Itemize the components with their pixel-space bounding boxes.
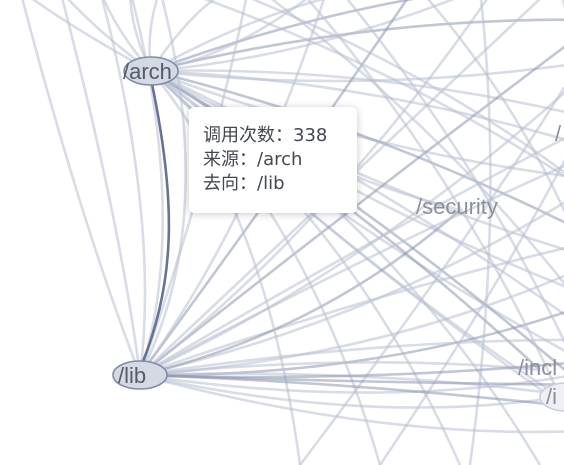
edge-tooltip: 调用次数：338 来源：/arch 去向：/lib <box>189 107 357 213</box>
tooltip-calls-row: 调用次数：338 <box>203 124 357 148</box>
node-include[interactable]: /incl <box>518 355 557 380</box>
edge-arch-lib[interactable] <box>140 83 171 365</box>
node-lib[interactable]: /lib <box>112 360 168 390</box>
graph-edge <box>150 18 564 73</box>
node-security-label: /security <box>416 194 498 219</box>
tooltip-calls-label: 调用次数： <box>203 125 293 146</box>
graph-edge <box>101 0 147 376</box>
graph-edge <box>271 0 564 286</box>
graph-edge <box>150 70 302 465</box>
graph-edge <box>426 0 564 214</box>
graph-edge <box>298 85 564 465</box>
graph-edge <box>150 69 564 141</box>
graph-edge <box>150 0 455 73</box>
node-arch-label: /arch <box>123 59 172 84</box>
node-include-label: /incl <box>518 355 557 380</box>
graph-edge <box>378 158 564 465</box>
graph-edge <box>139 0 541 376</box>
graph-edge <box>251 0 564 174</box>
node-arch[interactable]: /arch <box>123 56 179 86</box>
graph-edge <box>561 0 564 9</box>
graph-edge <box>139 338 564 377</box>
edges-layer <box>21 0 564 465</box>
graph-edge <box>149 0 216 72</box>
tooltip-source-value: /arch <box>257 149 303 170</box>
tooltip-source-label: 来源： <box>203 149 257 170</box>
graph-edge <box>468 0 492 465</box>
graph-edge <box>139 45 564 377</box>
graph-edge <box>139 373 564 434</box>
nodes-layer: /arch /lib /security /incl /i / <box>112 56 564 412</box>
graph-edge <box>306 0 562 398</box>
graph-edge <box>139 274 564 377</box>
node-top-right[interactable]: / <box>555 121 562 146</box>
graph-edge <box>346 0 564 344</box>
graph-edge <box>139 247 564 377</box>
tooltip-calls-value: 338 <box>293 125 328 146</box>
graph-edge <box>138 0 188 376</box>
tooltip-source-row: 来源：/arch <box>203 148 357 172</box>
node-lib-label: /lib <box>118 363 146 388</box>
graph-edge <box>150 69 564 251</box>
graph-edge <box>139 373 564 394</box>
tooltip-target-value: /lib <box>257 173 285 194</box>
graph-edge <box>139 137 564 377</box>
graph-edge <box>139 209 461 377</box>
node-i-label: /i <box>546 384 557 409</box>
tooltip-target-row: 去向：/lib <box>203 172 357 196</box>
graph-edge <box>150 69 564 114</box>
graph-edge <box>139 373 564 408</box>
graph-edge <box>203 0 564 178</box>
graph-edge <box>61 0 142 376</box>
node-i[interactable]: /i <box>539 382 564 412</box>
node-security[interactable]: /security <box>416 194 498 219</box>
graph-edge <box>21 0 142 376</box>
graph-edge <box>131 0 165 376</box>
tooltip-target-label: 去向： <box>203 173 257 194</box>
node-top-right-label: / <box>555 121 562 146</box>
